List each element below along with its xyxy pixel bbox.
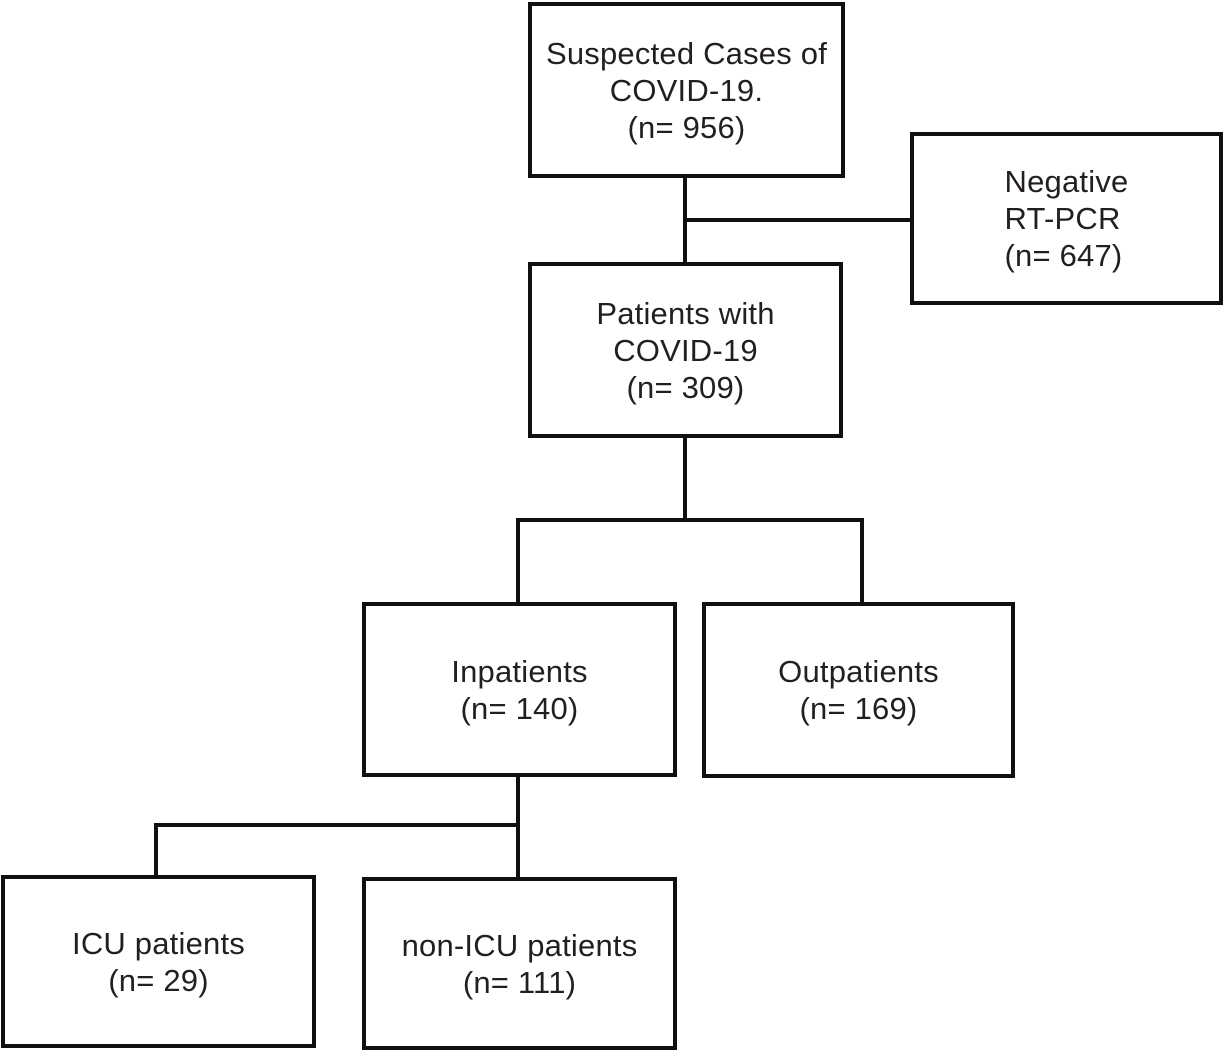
node-suspected-cases-label: Suspected Cases of COVID-19. (n= 956) [545,35,828,145]
connector-leg-to-icu [154,825,158,877]
node-negative-rtpcr-label: Negative RT-PCR (n= 647) [1004,164,1129,273]
connector-leg-to-inpatients [516,520,520,604]
node-icu-patients: ICU patients (n= 29) [1,875,316,1048]
connector-split-icu-nonicu [154,823,520,827]
node-suspected-cases: Suspected Cases of COVID-19. (n= 956) [528,2,845,178]
node-inpatients-label: Inpatients (n= 140) [451,653,588,726]
connector-split-inpatient-outpatient [516,518,864,522]
node-outpatients: Outpatients (n= 169) [702,602,1015,778]
node-negative-rtpcr: Negative RT-PCR (n= 647) [910,132,1223,305]
connector-covid-to-split [683,436,687,522]
connector-branch-to-negative [683,218,912,222]
connector-leg-to-outpatients [860,520,864,604]
connector-inpatients-to-split [516,775,520,879]
node-outpatients-label: Outpatients (n= 169) [778,654,939,726]
node-patients-with-covid-label: Patients with COVID-19 (n= 309) [596,295,775,405]
node-inpatients: Inpatients (n= 140) [362,602,677,777]
node-patients-with-covid: Patients with COVID-19 (n= 309) [528,262,843,438]
node-icu-patients-label: ICU patients (n= 29) [72,925,245,998]
node-non-icu-patients: non-ICU patients (n= 111) [362,877,677,1050]
node-non-icu-patients-label: non-ICU patients (n= 111) [401,927,638,1000]
